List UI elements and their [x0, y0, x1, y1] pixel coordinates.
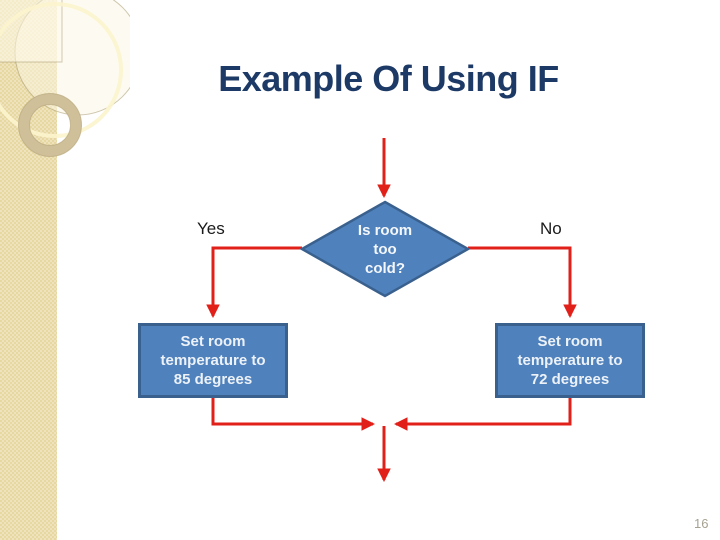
- decision-label-line: Is room: [357, 222, 413, 239]
- process-box-85-degrees: Set room temperature to 85 degrees: [138, 323, 288, 398]
- decision-label-line: cold?: [365, 260, 405, 277]
- process-box-line: 85 degrees: [173, 371, 253, 388]
- decision-diamond: [299, 200, 471, 298]
- process-box-line: Set room: [180, 333, 246, 350]
- right-merge-connector: [393, 398, 572, 431]
- process-box-line: temperature to: [160, 352, 266, 369]
- process-box-line: 72 degrees: [530, 371, 610, 388]
- page-number: 16: [694, 516, 709, 531]
- yes-branch-label: Yes: [197, 219, 225, 238]
- process-box-72-degrees: Set room temperature to 72 degrees: [495, 323, 645, 398]
- decision-label-line: too: [373, 241, 397, 258]
- left-merge-connector: [211, 398, 376, 431]
- page-title: Example Of Using IF: [218, 58, 559, 99]
- decision-label: Is room too cold?: [305, 221, 465, 278]
- no-branch-connector: [468, 246, 577, 319]
- yes-branch-connector: [206, 246, 302, 319]
- process-box-line: temperature to: [517, 352, 623, 369]
- process-box-line: Set room: [537, 333, 603, 350]
- no-branch-label: No: [540, 219, 562, 238]
